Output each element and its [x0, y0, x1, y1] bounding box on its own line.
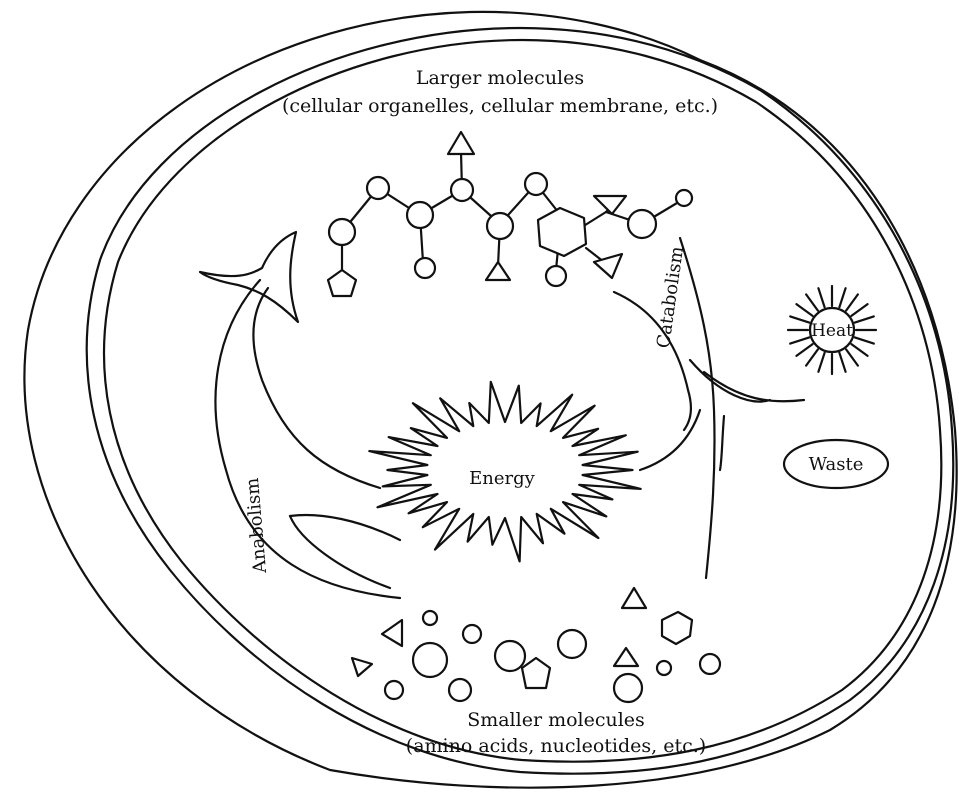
smaller-molecules	[352, 588, 720, 702]
heat-ray	[855, 337, 874, 343]
heat-ray	[818, 353, 824, 372]
heat-ray	[851, 344, 867, 356]
heat-ray	[796, 344, 812, 356]
heat-ray	[851, 304, 867, 316]
heat-ray	[818, 288, 824, 307]
waste-label: Waste	[809, 454, 864, 475]
heat-ray	[839, 288, 845, 307]
heat-ray	[790, 316, 809, 322]
catabolism-label: Catabolism	[653, 245, 688, 350]
heat-ray	[846, 349, 858, 365]
heat-ray	[806, 294, 818, 310]
smaller-molecules-subtitle: (amino acids, nucleotides, etc.)	[406, 735, 706, 757]
energy-label: Energy	[469, 468, 536, 489]
anabolism-arrow	[200, 232, 400, 598]
anabolism-label: Anabolism	[242, 477, 271, 575]
larger-molecule-chain	[328, 132, 692, 296]
heat-ray	[796, 304, 812, 316]
heat-ray	[806, 349, 818, 365]
heat-ray	[855, 316, 874, 322]
larger-molecules-subtitle: (cellular organelles, cellular membrane,…	[282, 95, 718, 117]
heat-ray	[846, 294, 858, 310]
heat-ray	[790, 337, 809, 343]
larger-molecules-title: Larger molecules	[416, 67, 584, 89]
smaller-molecules-title: Smaller molecules	[467, 709, 645, 731]
heat-label: Heat	[811, 321, 853, 341]
heat-ray	[839, 353, 845, 372]
catabolism-arrow	[614, 238, 804, 578]
